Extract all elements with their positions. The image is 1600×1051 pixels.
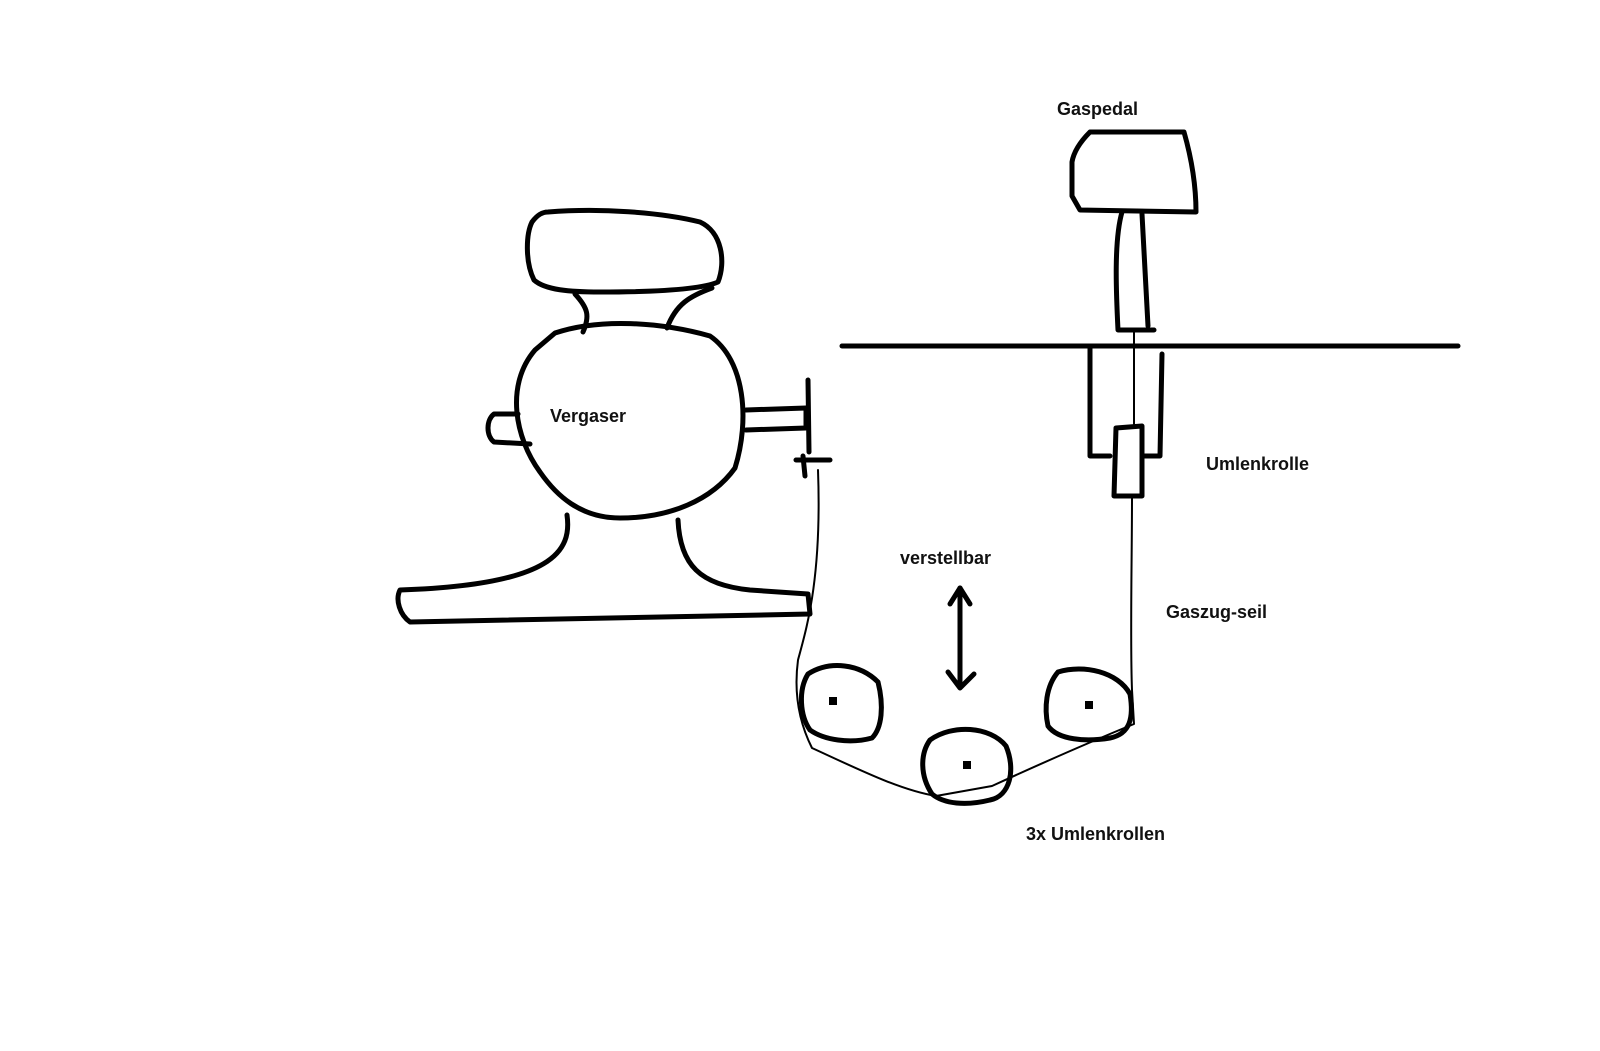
label-gaszug-seil: Gaszug-seil — [1166, 602, 1267, 622]
pedal-shaft — [1113, 209, 1157, 333]
carburetor-side-knob — [485, 411, 533, 447]
air-filter-housing — [524, 207, 725, 295]
pulley-left-axle — [829, 697, 837, 705]
throttle-cable — [795, 329, 1135, 797]
label-gaspedal: Gaspedal — [1057, 99, 1138, 119]
pulley-center-axle — [963, 761, 971, 769]
adjustable-arrow — [945, 585, 977, 691]
label-umlenkrolle: Umlenkrolle — [1206, 454, 1309, 474]
throttle-lever — [743, 405, 809, 433]
cable-clamp — [793, 453, 833, 479]
label-umlenkrollen: 3x Umlenkrollen — [1026, 824, 1165, 844]
pulley-right — [1043, 666, 1134, 743]
carburetor-body — [514, 320, 746, 521]
gas-pedal — [1069, 129, 1199, 215]
label-vergaser: Vergaser — [550, 406, 626, 426]
carburetor-assembly — [395, 207, 833, 625]
pulley-bracket — [1087, 345, 1165, 459]
gas-pedal-assembly — [839, 129, 1461, 499]
carburetor-neck-right — [664, 285, 715, 331]
intake-manifold — [395, 512, 813, 625]
pulley-center — [920, 726, 1014, 806]
top-pulley — [1111, 423, 1145, 499]
label-verstellbar: verstellbar — [900, 548, 991, 568]
pulley-left — [799, 663, 884, 744]
throttle-post — [805, 377, 812, 455]
pulley-right-axle — [1085, 701, 1093, 709]
